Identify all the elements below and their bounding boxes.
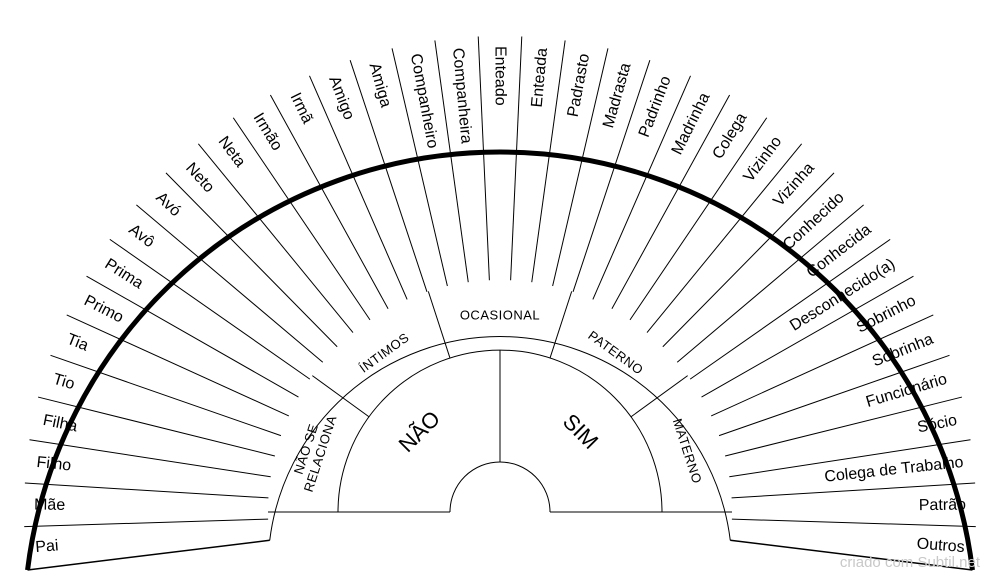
outer-divider	[309, 75, 408, 300]
outer-label: Madrasta	[600, 61, 634, 130]
outer-divider	[24, 518, 269, 528]
inner-label: SIM	[558, 409, 603, 454]
outer-divider	[109, 238, 311, 380]
middle-divider	[312, 375, 370, 418]
middle-label: PATERNO	[585, 328, 646, 378]
outer-label: Vizinha	[770, 160, 818, 210]
outer-divider	[232, 117, 371, 321]
outer-label: Tia	[64, 331, 90, 355]
outer-divider	[136, 204, 324, 363]
outer-divider	[701, 275, 914, 398]
outer-label: Filho	[36, 454, 72, 475]
outer-label: Primo	[81, 292, 126, 326]
outer-label: Irmão	[250, 110, 286, 154]
outer-divider	[676, 204, 864, 363]
outer-label: Amigo	[325, 74, 357, 123]
inner-labels: NÃO SIM	[394, 406, 604, 457]
outer-divider	[729, 439, 971, 478]
outer-label: Enteada	[529, 47, 551, 108]
outer-divider	[572, 60, 651, 292]
credit-text: criado com Subtil.net	[839, 554, 980, 571]
outer-divider	[531, 40, 566, 283]
outer-divider	[592, 75, 691, 300]
middle-label: NÃO SERELACIONA	[286, 409, 339, 494]
outer-label: Tio	[51, 371, 77, 393]
ring-arc-outer	[269, 336, 731, 541]
middle-divider	[630, 375, 688, 418]
outer-divider	[269, 94, 389, 310]
outer-label: Companheira	[449, 47, 475, 144]
outer-label: Filha	[41, 412, 78, 436]
outer-arc	[25, 149, 975, 571]
middle-divider	[427, 291, 451, 359]
outer-label: Sobrinha	[870, 331, 936, 371]
outer-label: Pai	[35, 537, 59, 556]
outer-label: Padrasto	[565, 52, 593, 118]
outer-divider	[725, 396, 963, 457]
outer-divider	[689, 238, 891, 380]
outer-divider	[349, 60, 428, 292]
chart-lines	[24, 36, 976, 571]
outer-divider	[37, 396, 275, 457]
outer-divider	[731, 518, 976, 528]
outer-divider	[552, 48, 609, 287]
outer-label: Outros	[916, 535, 965, 556]
outer-label: Neta	[215, 133, 249, 170]
outer-label: Sobrinho	[854, 292, 919, 336]
middle-label: ÍNTIMOS	[356, 330, 411, 376]
outer-divider	[24, 482, 269, 499]
middle-label: OCASIONAL	[460, 308, 540, 323]
outer-divider	[611, 94, 731, 310]
middle-labels: NÃO SERELACIONAÍNTIMOSOCASIONALPATERNOMA…	[286, 308, 705, 494]
outer-divider	[391, 48, 448, 287]
outer-label: Prima	[102, 256, 146, 293]
outer-label: Neto	[182, 160, 217, 197]
outer-divider	[510, 36, 523, 281]
outer-divider	[629, 117, 768, 321]
outer-divider	[434, 40, 469, 283]
outer-divider	[29, 439, 271, 478]
outer-divider	[50, 354, 282, 437]
outer-divider	[662, 172, 835, 348]
outer-label: Madrinha	[669, 90, 714, 157]
outer-label: Enteado	[492, 46, 509, 106]
outer-label: Mãe	[34, 496, 65, 513]
outer-label: Vizinho	[741, 133, 786, 185]
outer-divider	[718, 354, 950, 437]
baseline-left	[27, 539, 270, 571]
outer-divider	[646, 143, 803, 333]
outer-label: Avô	[125, 221, 157, 251]
outer-divider	[710, 314, 934, 417]
middle-divider	[549, 291, 573, 359]
outer-divider	[477, 36, 490, 281]
outer-label: Patrão	[919, 496, 966, 514]
baseline-right	[730, 539, 973, 571]
outer-label: Amiga	[365, 61, 394, 109]
outer-labels: PaiMãeFilhoFilhaTioTiaPrimoPrimaAvôAvóNe…	[34, 46, 966, 556]
outer-divider	[731, 482, 976, 499]
inner-label: NÃO	[394, 406, 445, 457]
outer-label: Avó	[152, 189, 184, 220]
outer-divider	[165, 172, 338, 348]
outer-divider	[197, 143, 354, 333]
hub-arc	[449, 461, 551, 513]
outer-label: Irmã	[287, 90, 316, 126]
outer-label: Sócio	[916, 412, 959, 437]
outer-label: Colega	[709, 110, 750, 162]
outer-divider	[66, 314, 290, 417]
outer-divider	[86, 275, 299, 398]
